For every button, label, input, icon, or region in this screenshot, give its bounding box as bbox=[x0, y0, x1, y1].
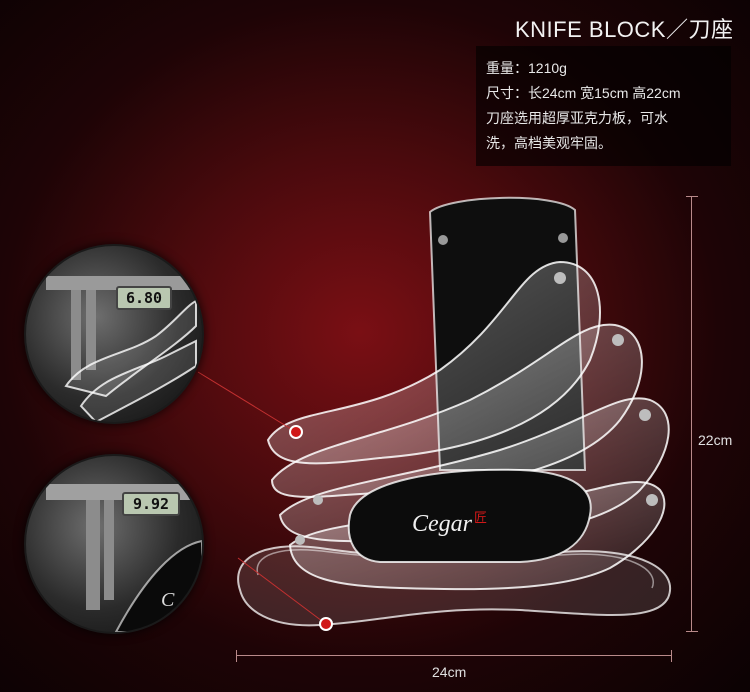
logo-plate bbox=[347, 468, 592, 563]
width-label: 24cm bbox=[432, 664, 467, 680]
page-title: KNIFE BLOCK／刀座 bbox=[515, 17, 734, 42]
size-text: 尺寸：长24cm 宽15cm 高22cm bbox=[486, 85, 681, 101]
brand-logo-text: Cegar bbox=[412, 511, 472, 537]
callout-dot-base bbox=[319, 617, 333, 631]
weight-text: 重量：1210g bbox=[486, 60, 567, 76]
svg-text:C: C bbox=[161, 589, 175, 611]
brand-logo-mark: 匠 bbox=[474, 510, 488, 525]
height-label: 22cm bbox=[698, 432, 733, 448]
zoom-circle-slat-thickness: 6.80 bbox=[24, 244, 204, 424]
slat-pins bbox=[295, 272, 658, 545]
callout-dot-slat bbox=[289, 425, 303, 439]
description-line-2: 洗，高档美观牢固。 bbox=[486, 135, 612, 151]
caliper-illustration-top bbox=[46, 276, 197, 422]
width-dimension-line bbox=[236, 650, 672, 662]
description-line-1: 刀座选用超厚亚克力板，可水 bbox=[486, 110, 668, 126]
callout-lines bbox=[197, 371, 327, 625]
caliper-display-bottom: 9.92 bbox=[122, 492, 180, 516]
caliper-illustration-bottom: C bbox=[46, 484, 202, 632]
caliper-display-top: 6.80 bbox=[116, 286, 172, 310]
zoom-circle-base-thickness: C 9.92 bbox=[24, 454, 204, 634]
height-dimension-line bbox=[686, 196, 698, 632]
spec-info-box: 重量：1210g 尺寸：长24cm 宽15cm 高22cm 刀座选用超厚亚克力板… bbox=[476, 46, 731, 166]
